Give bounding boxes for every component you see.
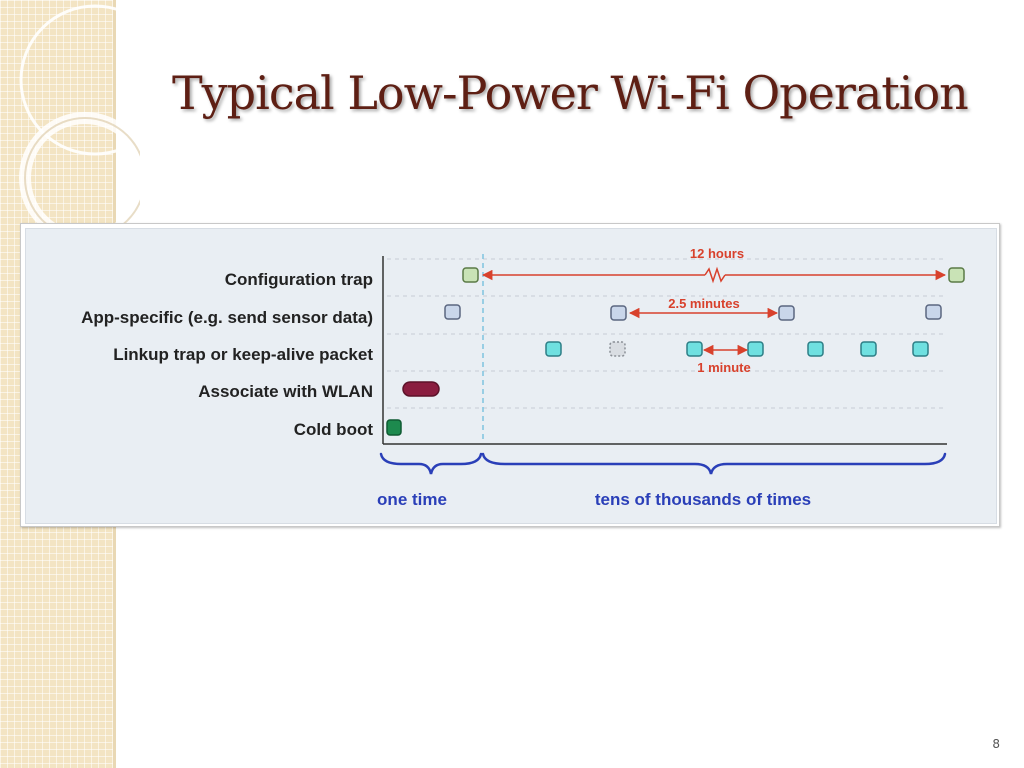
event-associate-wlan bbox=[402, 381, 440, 397]
row-label-linkup-trap: Linkup trap or keep-alive packet bbox=[113, 345, 373, 364]
annotation-1-minute: 1 minute bbox=[697, 360, 750, 375]
event-cold-boot bbox=[386, 419, 402, 436]
event-configuration-trap bbox=[462, 267, 479, 283]
timeline-diagram: Configuration trap App-specific (e.g. se… bbox=[81, 246, 965, 509]
event-linkup-trap bbox=[860, 341, 877, 357]
event-linkup-trap-skipped bbox=[609, 341, 626, 357]
phase-label-one-time: one time bbox=[377, 490, 447, 509]
event-app-specific bbox=[778, 305, 795, 321]
annotation-12-hours: 12 hours bbox=[690, 246, 744, 261]
event-linkup-trap bbox=[545, 341, 562, 357]
row-label-cold-boot: Cold boot bbox=[294, 420, 374, 439]
event-app-specific bbox=[610, 305, 627, 321]
row-label-associate-wlan: Associate with WLAN bbox=[198, 382, 373, 401]
event-app-specific bbox=[925, 304, 942, 320]
event-linkup-trap bbox=[807, 341, 824, 357]
event-linkup-trap bbox=[912, 341, 929, 357]
annotation-2-5-minutes: 2.5 minutes bbox=[668, 296, 740, 311]
page-number: 8 bbox=[992, 737, 1000, 751]
diagram-figure: Configuration trap App-specific (e.g. se… bbox=[20, 223, 1000, 527]
decorative-circles bbox=[19, 4, 140, 230]
row-guides bbox=[387, 258, 947, 409]
diagram-background bbox=[25, 228, 997, 524]
time-break-squiggle bbox=[704, 266, 726, 284]
brace-one-time bbox=[379, 452, 483, 475]
event-linkup-trap bbox=[747, 341, 764, 357]
slide-title: Typical Low-Power Wi-Fi Operation bbox=[172, 66, 969, 120]
event-linkup-trap bbox=[686, 341, 703, 357]
event-configuration-trap bbox=[948, 267, 965, 283]
row-label-configuration-trap: Configuration trap bbox=[225, 270, 373, 289]
brace-repeated bbox=[481, 452, 947, 475]
phase-label-repeated: tens of thousands of times bbox=[595, 490, 811, 509]
row-label-app-specific: App-specific (e.g. send sensor data) bbox=[81, 308, 373, 327]
event-app-specific bbox=[444, 304, 461, 320]
